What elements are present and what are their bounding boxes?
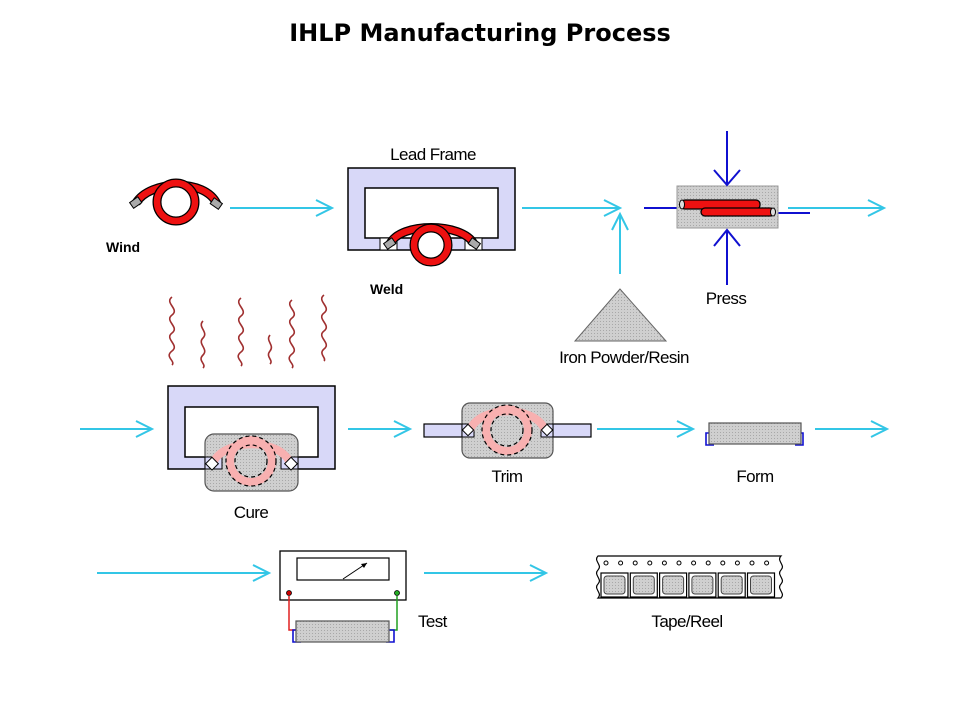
tape-sprocket-hole xyxy=(734,560,740,566)
wind-coil-icon xyxy=(128,178,224,226)
step-label-press: Press xyxy=(706,289,747,308)
tape-sprocket-hole xyxy=(676,560,682,566)
tape-sprocket-hole xyxy=(720,560,726,566)
tape-sprocket-hole xyxy=(632,560,638,566)
cure-icon xyxy=(167,385,336,492)
tape-component xyxy=(603,575,626,595)
flow-arrow xyxy=(597,420,696,438)
tape-sprocket-hole xyxy=(647,560,653,566)
step-label-form: Form xyxy=(736,467,774,486)
tape-sprocket-hole xyxy=(603,560,609,566)
tape-sprocket-hole xyxy=(618,560,624,566)
flow-arrow-up xyxy=(611,211,629,274)
step-label-trim: Trim xyxy=(492,467,523,486)
step-label-weld: Weld xyxy=(370,281,403,297)
tape-component xyxy=(662,575,685,595)
form-icon xyxy=(705,422,804,446)
flow-arrow xyxy=(522,199,623,217)
tape-component xyxy=(720,575,743,595)
iron-powder-pile-icon xyxy=(573,288,668,342)
tape-sprocket-hole xyxy=(705,560,711,566)
page-title: IHLP Manufacturing Process xyxy=(289,19,671,47)
press-icon xyxy=(644,185,810,229)
tape-sprocket-hole xyxy=(764,560,770,566)
flow-arrow xyxy=(80,420,155,438)
tape-sprocket-hole xyxy=(691,560,697,566)
flow-arrow xyxy=(97,564,272,582)
tape-component xyxy=(691,575,714,595)
step-label-cure: Cure xyxy=(234,503,269,522)
flow-arrow xyxy=(348,420,413,438)
flow-arrow xyxy=(230,199,335,217)
step-label-test: Test xyxy=(418,612,448,631)
step-label-tape-reel: Tape/Reel xyxy=(651,612,722,631)
flow-arrow xyxy=(424,564,549,582)
press-arrow-up xyxy=(713,228,741,285)
tape-sprocket-hole xyxy=(749,560,755,566)
tape-sprocket-hole xyxy=(661,560,667,566)
press-arrow-down xyxy=(713,131,741,187)
step-label-lead-frame: Lead Frame xyxy=(390,145,476,164)
step-label-wind: Wind xyxy=(106,239,140,255)
flow-arrow xyxy=(815,420,890,438)
tape-component xyxy=(632,575,655,595)
tape-reel-icon xyxy=(595,555,784,599)
heat-waves-icon xyxy=(168,294,328,369)
test-meter-icon xyxy=(279,550,407,643)
flow-arrow xyxy=(788,199,887,217)
step-label-iron-powder: Iron Powder/Resin xyxy=(559,348,689,367)
lead-frame-icon xyxy=(347,167,516,267)
tape-component xyxy=(750,575,772,595)
trim-icon xyxy=(423,402,592,459)
